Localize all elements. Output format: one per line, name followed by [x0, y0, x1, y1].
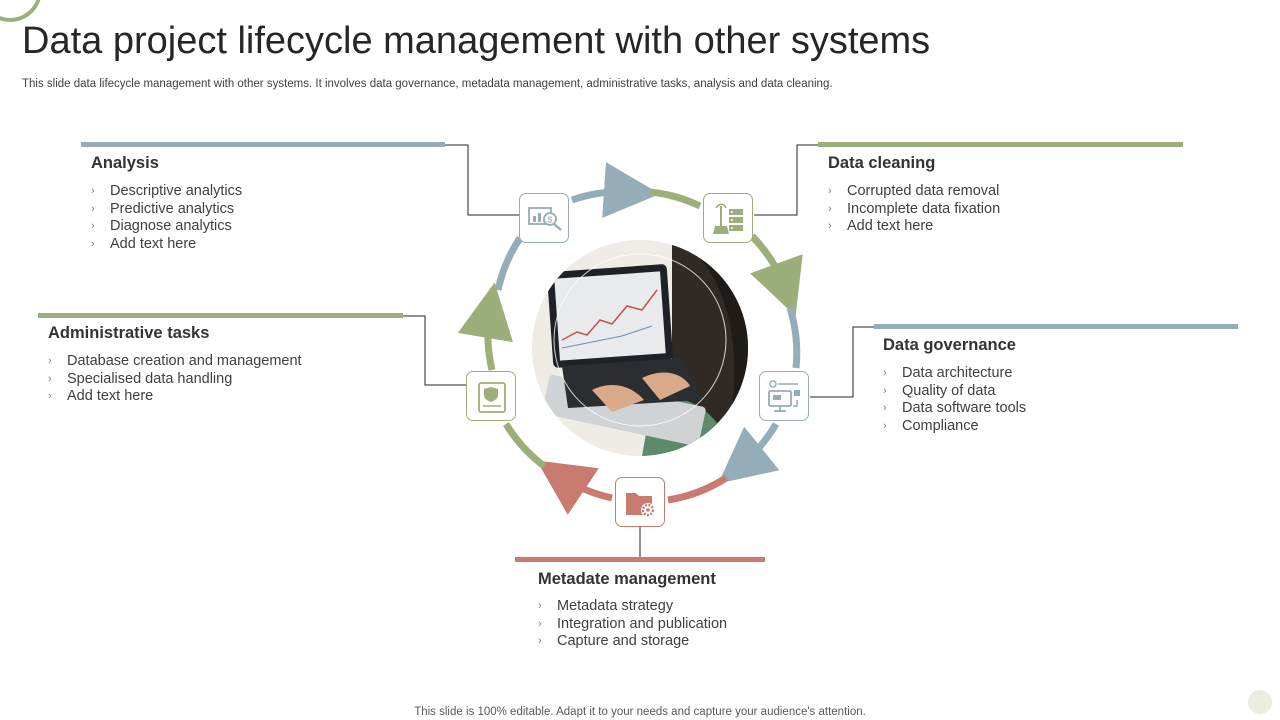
data-cleaning-heading: Data cleaning	[828, 154, 936, 172]
chevron-right-icon: ›	[883, 367, 887, 379]
document-shield-icon	[478, 382, 506, 413]
administrative-tasks-list: ›Database creation and management ›Speci…	[48, 353, 302, 406]
arc-admin-to-analysis	[494, 236, 523, 291]
connector-admin	[403, 315, 466, 386]
chevron-right-icon: ›	[828, 185, 832, 197]
chevron-right-icon: ›	[538, 617, 542, 630]
administrative-tasks-bar	[38, 313, 403, 318]
chevron-right-icon: ›	[538, 635, 542, 648]
list-item: ›Add text here	[91, 236, 197, 253]
connector-governance	[810, 326, 874, 398]
data-cleaning-list: ›Corrupted data removal ›Incomplete data…	[828, 183, 1000, 236]
list-item: ›Predictive analytics	[91, 200, 235, 217]
analysis-heading: Analysis	[91, 154, 159, 172]
chevron-right-icon: ›	[48, 390, 52, 403]
cleaning-icon-box	[703, 193, 753, 243]
administrative-tasks-heading: Administrative tasks	[48, 324, 210, 342]
page-subtitle: This slide data lifecycle management wit…	[22, 78, 833, 90]
center-photo-laptop	[532, 240, 748, 456]
chevron-right-icon: ›	[538, 600, 542, 612]
chevron-right-icon: ›	[883, 402, 887, 415]
arc-cleaning-down	[649, 188, 702, 210]
analytics-search-icon: $	[528, 207, 562, 231]
list-item: ›Data software tools	[883, 400, 1027, 417]
list-item: ›Database creation and management	[48, 353, 302, 369]
arc-admin-up	[457, 282, 514, 371]
chevron-right-icon: ›	[91, 238, 95, 251]
list-item: ›Incomplete data fixation	[828, 200, 1001, 217]
list-item: ›Add text here	[828, 218, 934, 235]
connector-analysis	[445, 144, 519, 216]
chevron-right-icon: ›	[48, 355, 52, 367]
arc-metadata-to-admin	[503, 422, 547, 469]
page-title: Data project lifecycle management with o…	[22, 20, 931, 62]
connector-cleaning	[754, 144, 818, 216]
chevron-right-icon: ›	[828, 220, 832, 233]
list-item: ›Diagnose analytics	[91, 218, 232, 235]
list-item: ›Capture and storage	[538, 633, 690, 650]
chevron-right-icon: ›	[883, 420, 887, 433]
list-item: ›Corrupted data removal	[828, 183, 1000, 199]
arc-cleaning-to-governance	[749, 233, 803, 317]
chevron-right-icon: ›	[91, 202, 95, 215]
metadata-icon-box	[615, 477, 665, 527]
admin-icon-box	[466, 371, 516, 421]
chevron-right-icon: ›	[883, 384, 887, 397]
list-item: ›Add text here	[48, 388, 154, 405]
data-governance-heading: Data governance	[883, 336, 1016, 354]
metadata-management-bar	[515, 557, 765, 562]
corner-dot-decoration	[1248, 690, 1272, 714]
chevron-right-icon: ›	[91, 185, 95, 197]
chevron-right-icon: ›	[48, 372, 52, 385]
list-item: ›Quality of data	[883, 382, 996, 399]
svg-text:$: $	[548, 216, 553, 225]
list-item: ›Data architecture	[883, 365, 1013, 381]
data-governance-list: ›Data architecture ›Quality of data ›Dat…	[883, 365, 1026, 436]
arc-governance-to-metadata	[718, 422, 780, 484]
data-governance-bar	[874, 324, 1238, 329]
arc-metadata-right	[667, 475, 728, 504]
monitor-network-icon	[768, 380, 800, 412]
list-item: ›Descriptive analytics	[91, 183, 243, 199]
metadata-management-heading: Metadate management	[538, 570, 716, 588]
governance-icon-box	[759, 371, 809, 421]
analysis-list: ›Descriptive analytics ›Predictive analy…	[91, 183, 242, 254]
analysis-icon-box: $	[519, 193, 569, 243]
chevron-right-icon: ›	[91, 220, 95, 233]
footer-note: This slide is 100% editable. Adapt it to…	[414, 706, 866, 718]
list-item: ›Compliance	[883, 418, 979, 435]
broom-database-icon	[713, 203, 743, 234]
arc-governance-top	[786, 306, 801, 369]
arc-metadata-left	[536, 460, 613, 515]
list-item: ›Specialised data handling	[48, 370, 233, 387]
list-item: ›Integration and publication	[538, 615, 728, 632]
analysis-bar	[81, 142, 445, 147]
folder-gear-icon	[626, 493, 655, 517]
metadata-management-list: ›Metadata strategy ›Integration and publ…	[538, 598, 727, 651]
arc-analysis-to-cleaning	[570, 162, 660, 219]
data-cleaning-bar	[818, 142, 1183, 147]
list-item: ›Metadata strategy	[538, 598, 674, 614]
chevron-right-icon: ›	[828, 202, 832, 215]
